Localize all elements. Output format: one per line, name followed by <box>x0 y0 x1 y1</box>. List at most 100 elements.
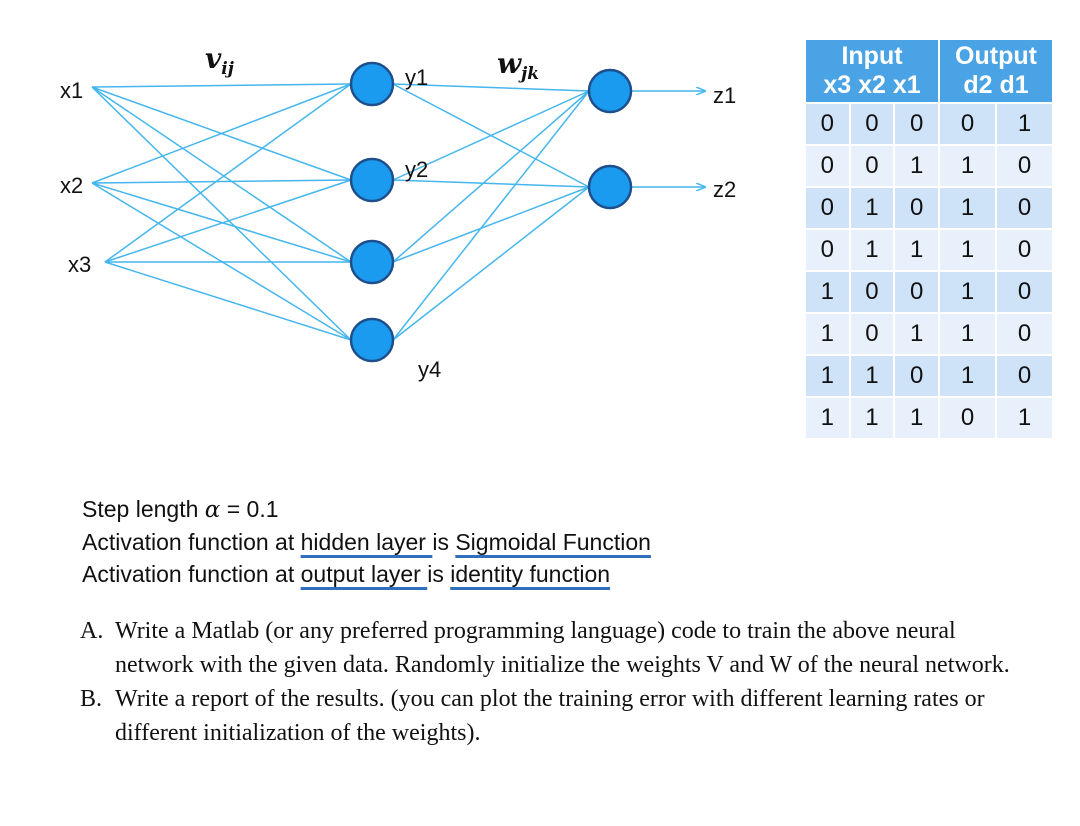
neuron-nodes <box>349 61 633 363</box>
weight-label-w: wjk <box>497 47 539 84</box>
hidden-output-edge <box>392 90 590 341</box>
output-activation-label: Activation function at <box>82 561 301 587</box>
output-label-z1: z1 <box>713 83 736 108</box>
table-cell: 0 <box>940 104 995 144</box>
table-cell: 0 <box>895 188 938 228</box>
output-header-columns: d2 d1 <box>963 71 1029 99</box>
hidden-output-edge <box>392 90 590 181</box>
table-cell: 0 <box>997 230 1052 270</box>
table-cell: 1 <box>895 146 938 186</box>
hidden-neuron <box>349 61 395 107</box>
table-cell: 1 <box>850 398 894 438</box>
table-cell: 1 <box>997 104 1052 144</box>
table-cell: 0 <box>850 272 894 312</box>
hidden-neuron <box>349 239 395 285</box>
table-cell: 1 <box>940 272 995 312</box>
input-hidden-edge <box>91 179 352 184</box>
table-cell: 1 <box>940 146 995 186</box>
output-activation-is: is <box>427 561 451 587</box>
input-header: Input x3 x2 x1 <box>806 40 938 102</box>
table-cell: 0 <box>895 104 938 144</box>
input-header-title: Input <box>841 42 903 70</box>
task-marker: A. <box>80 618 104 644</box>
task-text: Write a Matlab (or any preferred program… <box>115 618 1010 678</box>
task-list: A. Write a Matlab (or any preferred progr… <box>80 614 1040 750</box>
hidden-label-y2: y2 <box>405 157 428 182</box>
hidden-output-edge <box>392 83 590 92</box>
input-hidden-edges <box>91 83 352 341</box>
output-layer-term: output layer <box>300 561 428 587</box>
table-cell: 0 <box>895 356 938 396</box>
alpha-symbol: α <box>204 497 221 523</box>
table-cell: 0 <box>997 146 1052 186</box>
identity-function-term: identity function <box>450 561 611 587</box>
table-cell: 1 <box>806 398 849 438</box>
table-cell: 0 <box>806 230 849 270</box>
task-text: Write a report of the results. (you can … <box>115 686 985 746</box>
step-length-label: Step length <box>82 496 205 522</box>
step-length-line: Step length α = 0.1 <box>82 493 651 526</box>
output-label-z2: z2 <box>713 177 736 202</box>
table-cell: 1 <box>806 356 849 396</box>
table-cell: 1 <box>850 188 894 228</box>
hidden-output-edge <box>392 90 590 263</box>
table-cell: 1 <box>895 230 938 270</box>
input-label-x1: x1 <box>60 78 83 103</box>
hidden-neuron <box>349 317 395 363</box>
table-cell: 1 <box>940 230 995 270</box>
input-hidden-edge <box>104 261 352 341</box>
sigmoidal-function-term: Sigmoidal Function <box>455 529 651 555</box>
table-cell: 0 <box>850 104 894 144</box>
table-cell: 0 <box>806 146 849 186</box>
step-length-value: = 0.1 <box>220 496 279 522</box>
table-cell: 0 <box>997 188 1052 228</box>
hidden-label-y1: y1 <box>405 65 428 90</box>
training-parameters: Step length α = 0.1 Activation function … <box>82 493 651 590</box>
hidden-activation-label: Activation function at <box>82 529 301 555</box>
table-cell: 0 <box>940 398 995 438</box>
hidden-layer-term: hidden layer <box>300 529 433 555</box>
input-label-x2: x2 <box>60 173 83 198</box>
input-hidden-edge <box>91 83 352 88</box>
output-header-title: Output <box>955 42 1037 70</box>
table-cell: 1 <box>895 314 938 354</box>
table-cell: 0 <box>997 314 1052 354</box>
table-cell: 0 <box>997 356 1052 396</box>
table-cell: 0 <box>806 104 849 144</box>
hidden-output-edge <box>392 179 590 188</box>
input-hidden-edge <box>91 86 352 263</box>
input-hidden-edge <box>91 86 352 341</box>
table-cell: 1 <box>997 398 1052 438</box>
table-cell: 0 <box>895 272 938 312</box>
task-item-a: A. Write a Matlab (or any preferred progr… <box>80 614 1040 682</box>
table-cell: 1 <box>940 314 995 354</box>
hidden-neuron <box>349 157 395 203</box>
table-cell: 1 <box>895 398 938 438</box>
input-header-columns: x3 x2 x1 <box>823 71 921 99</box>
hidden-label-y4: y4 <box>418 357 441 382</box>
task-item-b: B. Write a report of the results. (you ca… <box>80 682 1040 750</box>
table-cell: 1 <box>806 272 849 312</box>
input-label-x3: x3 <box>68 252 91 277</box>
table-cell: 0 <box>850 314 894 354</box>
task-marker: B. <box>80 686 103 712</box>
weight-label-v: vij <box>205 42 235 79</box>
table-cell: 0 <box>997 272 1052 312</box>
output-neuron <box>587 164 633 210</box>
input-hidden-edge <box>91 83 352 184</box>
neural-network-diagram: x1 x2 x3 y1 y2 y4 z1 z2 vij wjk <box>60 42 736 382</box>
hidden-output-edge <box>392 186 590 341</box>
table-cell: 0 <box>850 146 894 186</box>
output-arrows <box>631 91 705 187</box>
table-cell: 1 <box>850 356 894 396</box>
